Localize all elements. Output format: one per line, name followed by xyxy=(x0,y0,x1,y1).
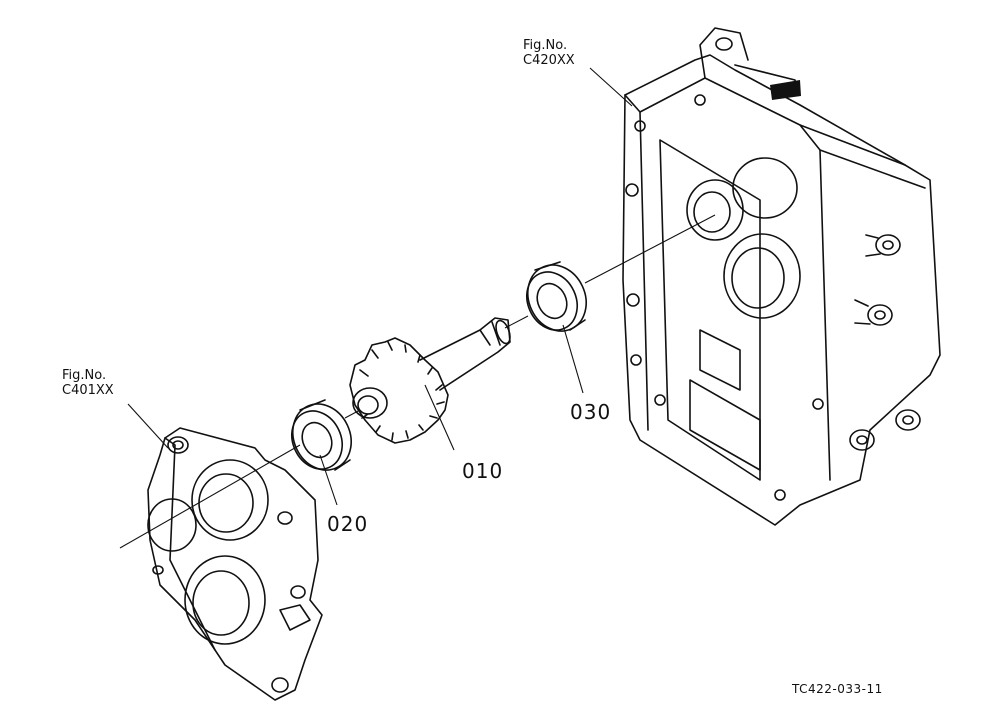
cover-figure-ref: Fig.No. C401XX xyxy=(62,368,114,398)
case-figure-ref-label: Fig.No. xyxy=(523,38,568,53)
cover-figure-ref-code: C401XX xyxy=(62,383,114,398)
shaft-gear-010 xyxy=(349,317,511,444)
transmission-case xyxy=(622,27,941,526)
case-figure-ref-code: C420XX xyxy=(523,53,575,68)
case-bosses xyxy=(849,234,921,451)
assembly-axis-line xyxy=(119,214,716,549)
bearing-020 xyxy=(291,399,352,471)
part-number-020: 020 xyxy=(327,512,369,536)
part-number-030: 030 xyxy=(570,400,612,424)
front-cover xyxy=(147,427,323,701)
drawing-code: TC422-033-11 xyxy=(792,682,883,696)
cover-figure-ref-label: Fig.No. xyxy=(62,368,107,383)
leader-lines xyxy=(127,67,633,506)
part-number-010: 010 xyxy=(462,459,504,483)
case-bolt-holes xyxy=(625,94,824,501)
case-figure-ref: Fig.No. C420XX xyxy=(523,38,575,68)
bearing-030 xyxy=(526,261,587,332)
